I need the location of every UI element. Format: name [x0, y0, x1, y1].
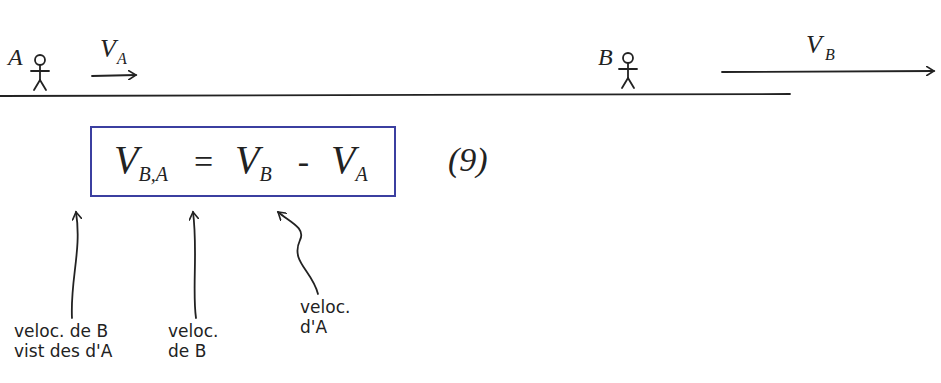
annotation: veloc. de B vist des d'A: [14, 322, 132, 361]
operator: =: [194, 143, 213, 181]
subscript: B: [825, 46, 835, 64]
person-label: A: [8, 44, 23, 72]
annotation: veloc. de B: [168, 322, 234, 361]
leader-line: [278, 212, 318, 294]
velocity-arrow: [722, 71, 934, 72]
formula-box: VB,A=VB-VA: [90, 126, 396, 197]
variable: V: [235, 136, 259, 183]
stick-figure: [619, 53, 637, 88]
subscript: A: [355, 163, 367, 186]
operator: -: [298, 143, 309, 181]
subscript: B: [260, 163, 272, 186]
annotation: veloc. d'A: [300, 298, 366, 337]
ground-line: [0, 94, 790, 96]
stick-figure: [31, 55, 49, 90]
velocity-label: V: [100, 34, 116, 64]
subscript: A: [117, 50, 127, 68]
velocity-label: V: [806, 30, 822, 60]
leader-line: [72, 212, 78, 318]
person-label: B: [598, 44, 613, 72]
subscript: B,A: [138, 163, 167, 186]
leader-line: [193, 212, 196, 318]
velocity-arrow: [92, 75, 136, 76]
variable: V: [331, 136, 355, 183]
variable: V: [114, 136, 138, 183]
equation-number: (9): [448, 140, 488, 179]
